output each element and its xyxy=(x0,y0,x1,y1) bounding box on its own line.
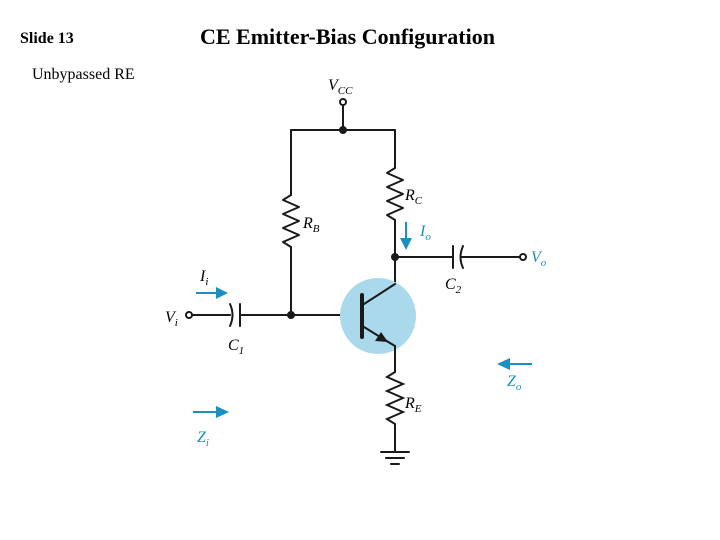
re-resistor xyxy=(384,371,406,425)
vi-label: Vi xyxy=(165,309,178,329)
rb-label: RB xyxy=(302,215,320,235)
rc-resistor xyxy=(386,167,404,221)
zi-arrowhead xyxy=(216,406,229,418)
slide-title: CE Emitter-Bias Configuration xyxy=(200,24,495,49)
c1-plate-left xyxy=(229,303,234,327)
rb-resistor xyxy=(282,194,300,248)
slide-number: Slide 13 xyxy=(20,30,74,47)
io-arrowhead xyxy=(400,238,412,250)
zi-label: Zi xyxy=(197,429,209,449)
zo-arrowhead xyxy=(497,358,510,370)
zo-label: Zo xyxy=(507,373,522,393)
io-label: Io xyxy=(419,223,431,243)
re-label: RE xyxy=(404,395,422,415)
c2-label: C2 xyxy=(445,276,462,296)
rc-label: RC xyxy=(404,187,423,207)
vo-label: Vo xyxy=(531,249,547,269)
transistor-collector xyxy=(363,283,396,305)
slide-subtitle: Unbypassed RE xyxy=(32,66,135,83)
emitter-arrowhead xyxy=(375,332,388,342)
vo-terminal xyxy=(519,253,527,261)
ii-arrowhead xyxy=(216,287,228,299)
vcc-label: VCC xyxy=(328,77,353,97)
ii-label: Ii xyxy=(199,268,208,288)
transistor-body xyxy=(340,278,416,354)
c1-label: C1 xyxy=(228,337,244,357)
